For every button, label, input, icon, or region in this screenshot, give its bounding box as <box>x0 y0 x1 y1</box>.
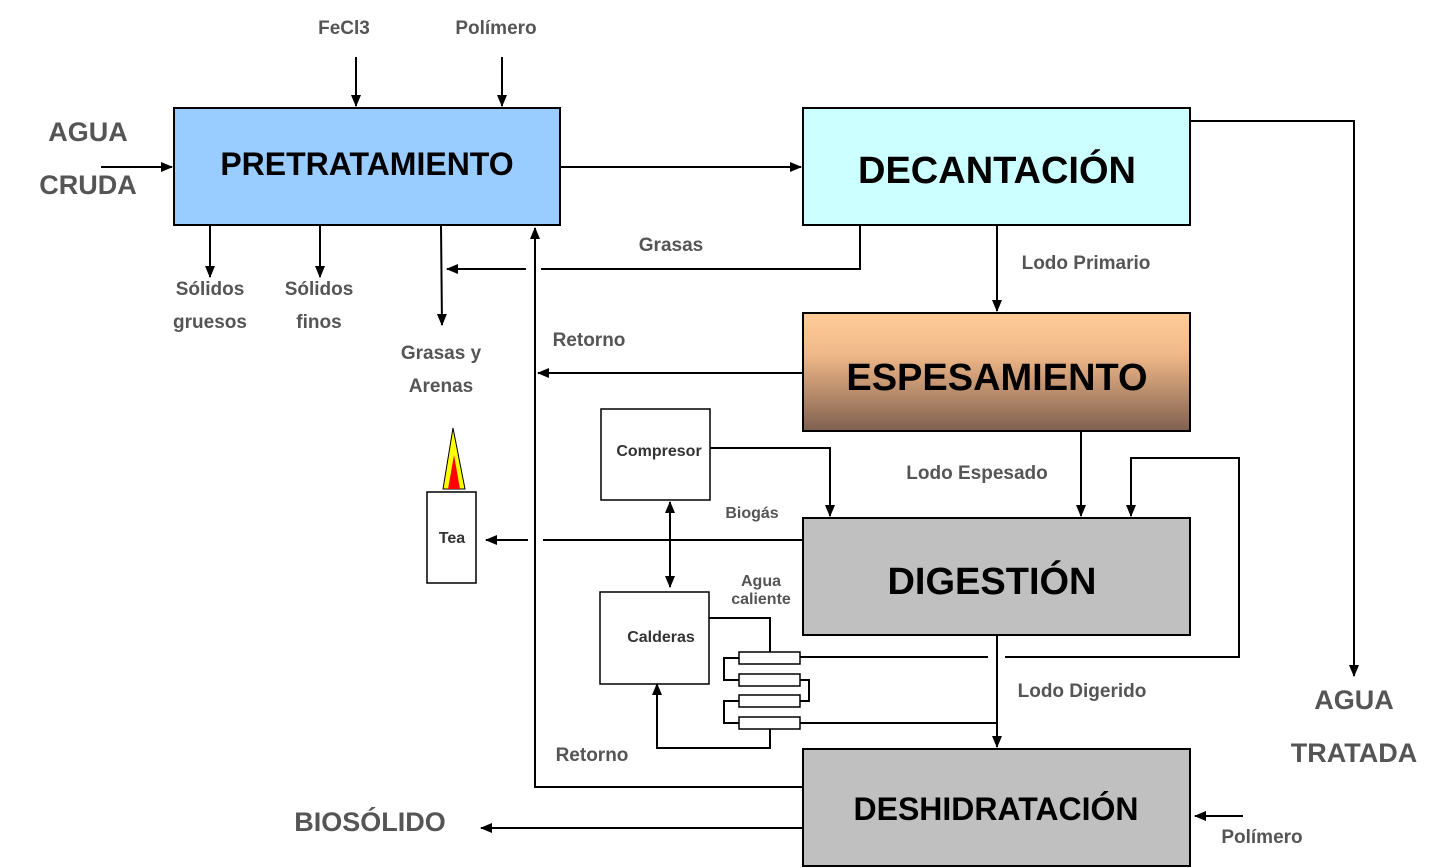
flow-lines <box>101 57 1359 833</box>
label-polimero-top: Polímero <box>455 18 536 39</box>
label-retorno-bottom: Retorno <box>556 745 629 766</box>
stage-deshidratacion: DESHIDRATACIÓN <box>802 748 1191 867</box>
label-biogas: Biogás <box>725 505 778 522</box>
stage-digestion: DIGESTIÓN <box>802 517 1191 636</box>
label-lodo-primario: Lodo Primario <box>1022 253 1151 274</box>
label-agua-tratada-1: AGUA <box>1314 685 1394 715</box>
stage-deshidratacion-label: DESHIDRATACIÓN <box>853 791 1138 827</box>
label-agua-caliente-2: caliente <box>731 591 791 608</box>
label-solidos-gruesos-1: Sólidos <box>176 279 245 300</box>
equipment-calderas: Calderas <box>599 591 710 685</box>
arrow-recirculacion <box>1005 457 1240 658</box>
tea-label: Tea <box>439 530 465 547</box>
stage-decantacion: DECANTACIÓN <box>802 107 1191 226</box>
equipment-compresor: Compresor <box>600 408 711 501</box>
equipment-tea: Tea <box>426 427 477 584</box>
label-grasas-arenas-2: Arenas <box>409 376 473 397</box>
arrow-retorno-vertical <box>530 227 803 788</box>
label-agua-caliente-1: Agua <box>741 573 781 590</box>
label-agua-cruda-1: AGUA <box>48 117 128 147</box>
label-solidos-finos-1: Sólidos <box>285 279 354 300</box>
heat-exchanger <box>652 617 810 749</box>
label-lodo-digerido: Lodo Digerido <box>1018 681 1147 702</box>
arrow-grasas-arenas <box>436 225 447 326</box>
label-biosolido: BIOSÓLIDO <box>294 806 446 837</box>
label-solidos-gruesos-2: gruesos <box>173 312 247 333</box>
stage-decantacion-label: DECANTACIÓN <box>858 148 1136 192</box>
label-fecl3: FeCl3 <box>318 18 370 39</box>
stage-espesamiento: ESPESAMIENTO <box>802 312 1191 432</box>
arrow-agua-tratada <box>1190 120 1359 677</box>
stage-espesamiento-label: ESPESAMIENTO <box>846 357 1147 399</box>
label-polimero-bottom: Polímero <box>1221 827 1302 848</box>
stage-pretratamiento: PRETRATAMIENTO <box>173 107 561 226</box>
label-lodo-espesado: Lodo Espesado <box>906 463 1047 484</box>
label-agua-cruda-2: CRUDA <box>39 170 137 200</box>
calderas-label: Calderas <box>627 629 695 646</box>
compresor-label: Compresor <box>616 443 701 460</box>
arrow-compresor-digestion <box>710 447 835 517</box>
label-grasas-arenas-1: Grasas y <box>401 343 482 364</box>
flame-icon <box>442 427 466 490</box>
label-agua-tratada-2: TRATADA <box>1291 738 1417 768</box>
label-grasas: Grasas <box>639 235 703 256</box>
label-solidos-finos-2: finos <box>296 312 341 333</box>
stage-digestion-label: DIGESTIÓN <box>887 559 1096 603</box>
label-retorno-top: Retorno <box>553 330 626 351</box>
stage-pretratamiento-label: PRETRATAMIENTO <box>220 146 513 182</box>
